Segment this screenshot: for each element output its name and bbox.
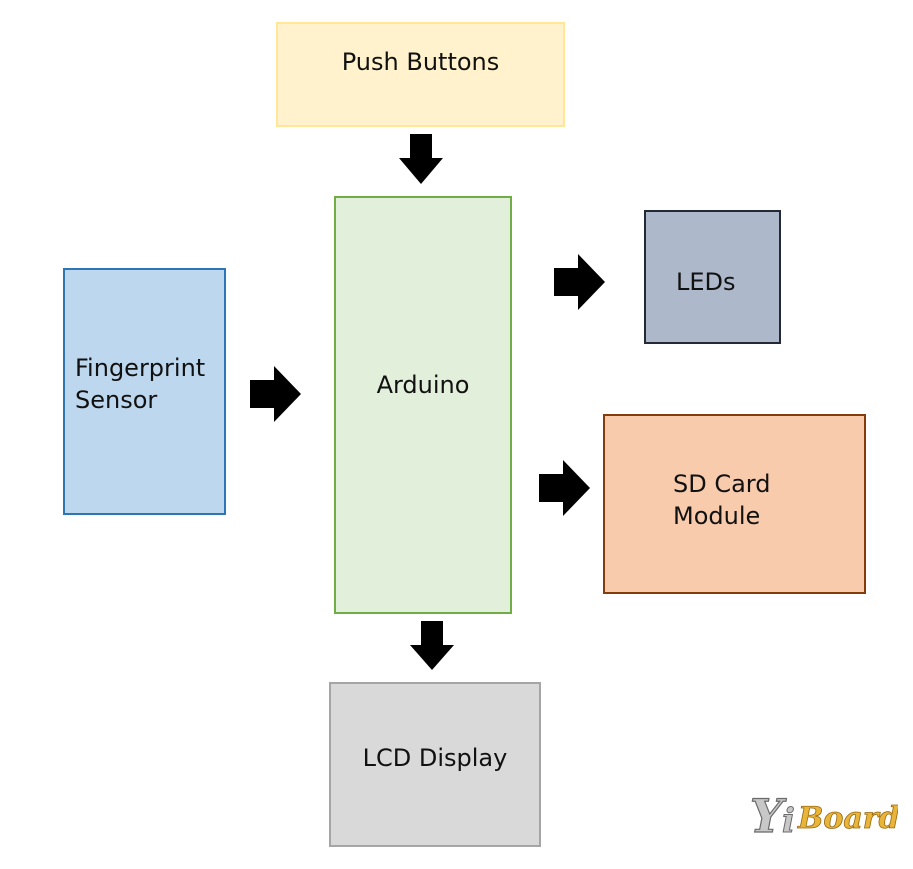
arrow-arduino-to-leds: [554, 254, 605, 310]
arrow-arduino-to-lcd: [410, 621, 454, 670]
arduino-label: Arduino: [376, 371, 470, 399]
arrow-push-buttons-to-arduino: [399, 134, 443, 184]
leds-block: LEDs: [644, 210, 781, 344]
leds-label: LEDs: [676, 268, 736, 296]
arrow-fingerprint-to-arduino: [250, 366, 301, 422]
fingerprint-sensor-block: Fingerprint Sensor: [63, 268, 226, 515]
sd-card-module-label: SD Card Module: [673, 470, 771, 530]
yiboard-logo: Y i Board: [749, 788, 898, 843]
fingerprint-sensor-label: Fingerprint Sensor: [75, 354, 206, 414]
push-buttons-label: Push Buttons: [341, 48, 500, 76]
push-buttons-block: Push Buttons: [276, 22, 565, 127]
lcd-display-label: LCD Display: [362, 744, 508, 772]
arrow-arduino-to-sd-card: [539, 460, 590, 516]
svg-text:Board: Board: [797, 801, 898, 836]
lcd-display-block: LCD Display: [329, 682, 541, 847]
arduino-block: Arduino: [334, 196, 512, 614]
svg-text:i: i: [782, 801, 795, 841]
sd-card-module-block: SD Card Module: [603, 414, 866, 594]
svg-text:Y: Y: [750, 789, 787, 843]
